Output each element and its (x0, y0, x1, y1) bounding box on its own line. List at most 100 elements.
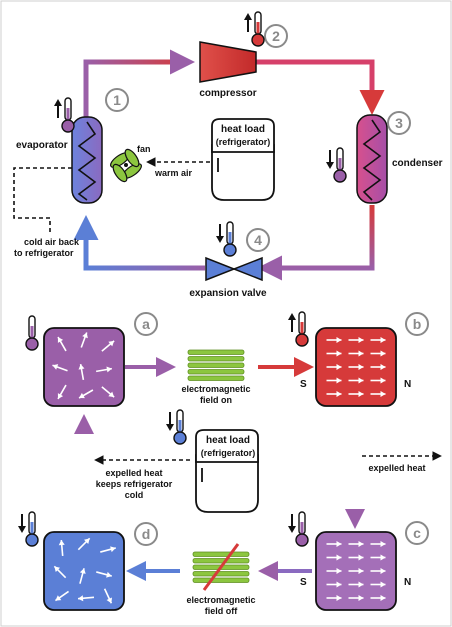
spin-arrow-icon (348, 337, 364, 343)
stage-circle-c: c (405, 521, 429, 545)
stage-circle-d: d (134, 522, 158, 546)
stage-letter: c (413, 525, 421, 541)
spin-arrow-icon (95, 366, 113, 373)
random-spin-arrows-d (53, 537, 116, 604)
spin-arrow-icon (348, 541, 364, 547)
spin-arrow-icon (103, 588, 113, 604)
spin-arrow-icon (96, 571, 112, 578)
down-arrow-icon (18, 514, 26, 533)
spin-arrow-icon (57, 384, 67, 400)
aligned-spin-arrows-b (326, 337, 386, 397)
spin-arrow-icon (370, 541, 386, 547)
magnetic-cycle-arrows (74, 357, 365, 581)
condenser: condenser (356, 114, 443, 204)
down-arrow-icon (216, 224, 224, 243)
thermometer-icon (216, 221, 237, 257)
vapor-cycle-pipes (73, 49, 385, 281)
condenser-label: condenser (392, 158, 443, 169)
step-circle-3: 3 (387, 111, 411, 135)
step-number: 1 (113, 92, 121, 108)
down-arrow-icon (326, 150, 334, 169)
coil-icon (77, 121, 97, 201)
compressor: compressor (199, 41, 257, 99)
thermometer-icon (54, 97, 75, 133)
spin-arrow-icon (326, 595, 342, 601)
field-stripe (187, 356, 245, 362)
spin-arrow-icon (80, 332, 88, 348)
aligned-spin-arrows-c (326, 541, 386, 601)
expelled-right-label: expelled heat (368, 463, 425, 473)
spin-arrow-icon (370, 391, 386, 397)
up-arrow-icon (54, 99, 62, 118)
spin-arrow-icon (78, 363, 85, 381)
compressor-shape (199, 41, 257, 83)
expansion-valve-label: expansion valve (189, 288, 267, 299)
spin-arrow-icon (326, 391, 342, 397)
refrigerator-icon (195, 429, 259, 513)
spin-arrow-icon (370, 364, 386, 370)
up-arrow-icon (288, 313, 296, 332)
field-off-label-2: field off (205, 606, 238, 616)
pole-s-b: S (300, 379, 307, 390)
stage-letter: d (142, 526, 151, 542)
field-stripe (192, 558, 250, 564)
spin-arrow-icon (348, 391, 364, 397)
field-stripe (192, 577, 250, 583)
spin-arrow-icon (348, 377, 364, 384)
pole-n-c: N (404, 577, 411, 588)
spin-arrow-icon (53, 565, 67, 579)
stage-circle-a: a (134, 312, 158, 336)
fan-icon (110, 148, 142, 183)
field-off-label-1: electromagnetic (186, 595, 255, 605)
step-circle-1: 1 (105, 88, 129, 112)
warm-air-label: warm air (154, 168, 193, 178)
electromagnetic-field-off-icon (192, 551, 250, 583)
field-on-label-1: electromagnetic (181, 384, 250, 394)
heat-load-subtitle: (refrigerator) (216, 137, 271, 147)
evaporator-body (71, 116, 103, 204)
evaporator: evaporator (16, 116, 103, 204)
spin-arrow-icon (348, 364, 364, 370)
spin-arrow-icon (54, 590, 70, 602)
field-stripe (187, 362, 245, 368)
spin-arrow-icon (326, 377, 342, 384)
pipe-valve-to-evaporator (73, 215, 205, 271)
down-arrow-icon (288, 514, 296, 533)
spin-arrow-icon (370, 581, 386, 588)
random-spin-arrows-a (52, 332, 115, 400)
condenser-body (356, 114, 388, 204)
stage-letter: a (142, 316, 150, 332)
spin-arrow-icon (370, 350, 386, 357)
spin-arrow-icon (348, 350, 364, 357)
valve-icon (205, 256, 263, 282)
step-number: 3 (395, 115, 403, 131)
expelled-left-3: cold (125, 490, 144, 500)
refrigerator-icon (211, 118, 275, 201)
thermometer-icon (18, 511, 39, 547)
expelled-left-1: expelled heat (105, 468, 162, 478)
cold-air-path (13, 167, 72, 232)
spin-arrow-icon (370, 595, 386, 601)
spin-arrow-icon (370, 568, 386, 574)
thermometer-icon (288, 311, 309, 347)
field-stripe (192, 551, 250, 557)
spin-arrow-icon (326, 541, 342, 547)
field-stripe (192, 571, 250, 577)
electromagnetic-field-on-icon (187, 349, 245, 381)
up-arrow-icon (244, 13, 252, 32)
spin-arrow-icon (58, 539, 65, 557)
field-stripe (187, 349, 245, 355)
step-number: 2 (272, 28, 280, 44)
spin-arrow-icon (101, 340, 115, 352)
step-number: 4 (254, 232, 262, 248)
stage-circle-b: b (405, 312, 429, 336)
spin-arrow-icon (52, 364, 68, 372)
spin-arrow-icon (348, 554, 364, 561)
spin-arrow-icon (100, 546, 116, 553)
pipe-evaporator-to-compressor (83, 49, 195, 120)
thermometer-icon (166, 409, 187, 445)
spin-arrow-icon (326, 554, 342, 561)
spin-arrow-icon (370, 554, 386, 561)
pole-s-c: S (300, 577, 307, 588)
spin-arrow-icon (57, 336, 67, 352)
